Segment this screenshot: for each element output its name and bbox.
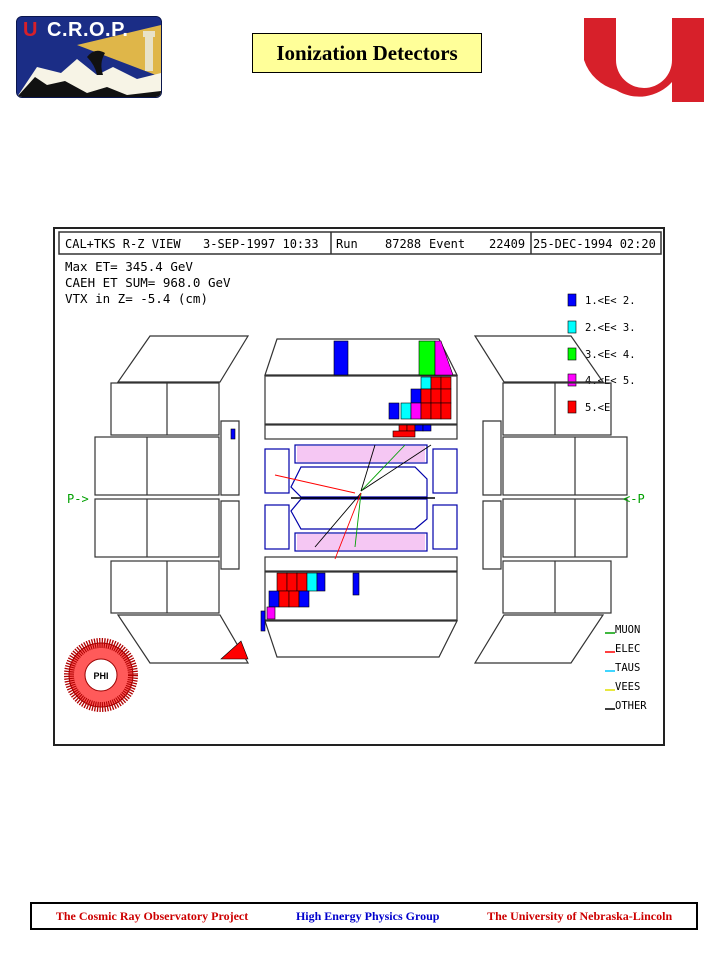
display-date: 3-SEP-1997 10:33	[203, 237, 319, 251]
university-logo	[582, 16, 706, 104]
crop-logo-art	[17, 17, 161, 97]
tracker-hits-top	[297, 446, 425, 462]
footer-university: The University of Nebraska-Lincoln	[487, 908, 673, 923]
footer-project: The Cosmic Ray Observatory Project	[55, 908, 249, 923]
energy-swatch-5	[567, 400, 577, 414]
et-sum-text: CAEH ET SUM= 968.0 GeV	[65, 275, 231, 290]
detector-outline	[94, 335, 628, 664]
university-logo-icon	[584, 18, 704, 102]
event-label: Event	[429, 237, 465, 251]
track-legend-muon: MUON	[615, 624, 640, 636]
track-legend-vees: VEES	[615, 681, 640, 693]
energy-swatch-3	[567, 347, 577, 361]
phi-wheel: PHI	[64, 638, 138, 712]
energy-deposits-top	[333, 340, 454, 438]
crop-logo-mark: U	[23, 19, 38, 41]
energy-legend: 1.<E< 2. 2.<E< 3. 3.<E< 4. 4.<E< 5. 5.<E	[567, 293, 636, 414]
view-label: CAL+TKS R-Z VIEW	[65, 237, 181, 251]
energy-deposits-bottom	[220, 428, 360, 660]
energy-legend-label-2: 2.<E< 3.	[585, 322, 636, 334]
track-legend-other: OTHER	[615, 700, 647, 712]
energy-swatch-4	[567, 373, 577, 387]
energy-swatch-2	[567, 320, 577, 334]
vertex-text: VTX in Z= -5.4 (cm)	[65, 291, 208, 306]
particle-tracks	[274, 444, 432, 560]
footer: The Cosmic Ray Observatory Project High …	[30, 902, 698, 930]
energy-legend-label-3: 3.<E< 4.	[585, 349, 636, 361]
beam-label-left: P->	[67, 492, 89, 506]
track-legend-taus: TAUS	[615, 662, 640, 674]
page-title: Ionization Detectors	[252, 33, 482, 73]
event-display: CAL+TKS R-Z VIEW 3-SEP-1997 10:33 Run 87…	[53, 227, 665, 746]
crop-logo-text: C.R.O.P.	[47, 19, 129, 41]
max-et-text: Max ET= 345.4 GeV	[65, 259, 193, 274]
crop-logo: U C.R.O.P.	[16, 16, 162, 98]
footer-group: High Energy Physics Group	[295, 908, 440, 923]
beam-label-right: <-P	[623, 492, 645, 506]
energy-swatch-1	[567, 293, 577, 307]
run-number: 87288	[385, 237, 421, 251]
event-date: 25-DEC-1994 02:20	[533, 237, 656, 251]
energy-legend-label-5: 5.<E	[585, 402, 610, 414]
energy-legend-label-1: 1.<E< 2.	[585, 295, 636, 307]
event-number: 22409	[489, 237, 525, 251]
track-legend: MUON ELEC TAUS VEES OTHER	[605, 624, 647, 712]
energy-legend-label-4: 4.<E< 5.	[585, 375, 636, 387]
phi-label: PHI	[93, 671, 108, 681]
tracker-hits-bottom	[297, 534, 425, 550]
event-display-canvas: CAL+TKS R-Z VIEW 3-SEP-1997 10:33 Run 87…	[58, 231, 662, 712]
track-legend-elec: ELEC	[615, 643, 640, 655]
run-label: Run	[336, 237, 358, 251]
